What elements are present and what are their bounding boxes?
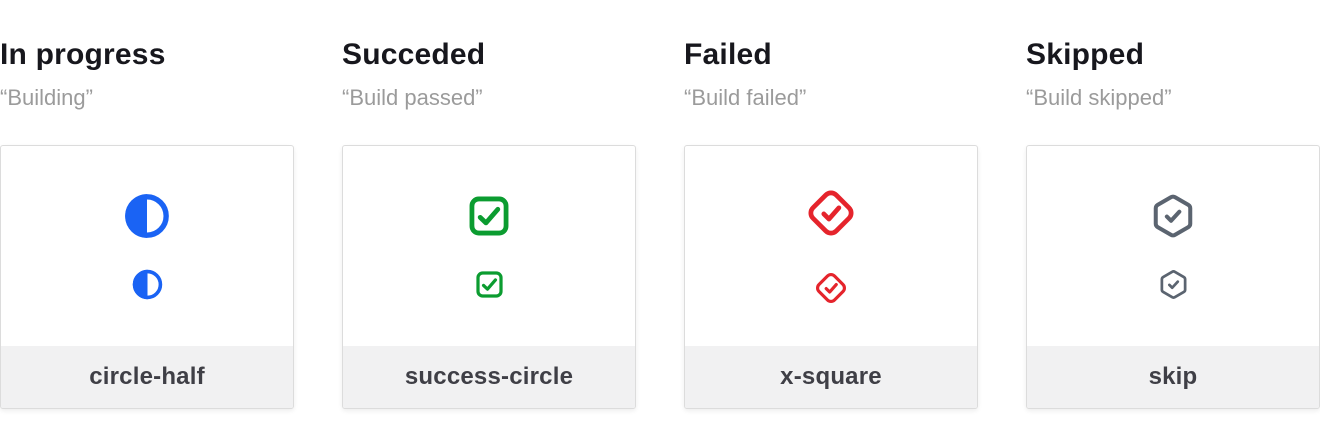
check-hexagon-icon [1158, 269, 1189, 300]
icon-card: success-circle [342, 145, 636, 410]
icon-card: x-square [684, 145, 978, 410]
check-square-icon [474, 269, 505, 300]
icon-preview-area [343, 146, 635, 346]
column-skipped: Skipped “Build skipped” skip [1026, 0, 1320, 410]
status-title: Failed [684, 38, 772, 71]
icon-name-footer: success-circle [343, 346, 635, 409]
status-title: Skipped [1026, 38, 1145, 71]
icon-preview-area [685, 146, 977, 346]
circle-half-icon [132, 269, 163, 300]
check-diamond-icon [813, 270, 849, 306]
icon-card: skip [1026, 145, 1320, 410]
icon-name-label: success-circle [404, 363, 574, 391]
column-failed: Failed “Build failed” x-square [684, 0, 978, 410]
column-in-progress: In progress “Building” circle- [0, 0, 294, 410]
icon-name-label: circle-half [89, 363, 205, 391]
status-quote: “Build skipped” [1026, 85, 1172, 110]
column-succeded: Succeded “Build passed” succes [342, 0, 636, 410]
status-title: In progress [0, 38, 166, 71]
check-hexagon-icon [1150, 193, 1196, 239]
icon-card: circle-half [0, 145, 294, 410]
status-quote: “Build failed” [684, 85, 807, 110]
status-quote: “Building” [0, 85, 93, 110]
icon-name-label: skip [1148, 363, 1198, 391]
icon-name-footer: circle-half [1, 346, 293, 409]
icon-preview-area [1, 146, 293, 346]
build-status-icon-gallery: In progress “Building” circle- [0, 0, 1320, 410]
icon-name-footer: skip [1027, 346, 1319, 409]
icon-preview-area [1027, 146, 1319, 346]
icon-name-label: x-square [780, 363, 882, 391]
status-quote: “Build passed” [342, 85, 483, 110]
status-title: Succeded [342, 38, 486, 71]
icon-name-footer: x-square [685, 346, 977, 409]
check-square-icon [466, 193, 512, 239]
check-diamond-icon [804, 186, 858, 240]
circle-half-icon [124, 193, 170, 239]
